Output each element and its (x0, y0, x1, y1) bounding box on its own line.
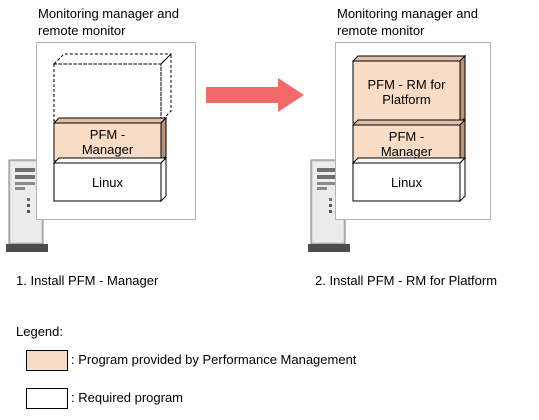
step-caption-right: 2. Install PFM - RM for Platform (315, 273, 498, 288)
legend-text-required: : Required program (71, 390, 183, 405)
host-title-right: Monitoring manager and remote monitor (337, 6, 478, 38)
legend-swatch-required (26, 388, 68, 409)
step-caption-left: 1. Install PFM - Manager (16, 273, 159, 288)
linux-label-left: Linux (91, 174, 124, 190)
pfm-rm-label: PFM - RM for Platform (367, 77, 446, 107)
legend-title: Legend: (16, 324, 63, 339)
pfm-manager-block-left (52, 116, 168, 163)
legend-swatch-pfm (26, 350, 68, 371)
linux-label-right: Linux (390, 174, 423, 190)
pfm-manager-block-right (351, 118, 467, 165)
linux-block-right (351, 156, 467, 203)
right-arrow-icon (206, 78, 304, 112)
pfm-manager-label-left: PFM - Manager (81, 127, 134, 157)
pfm-manager-label-right: PFM - Manager (380, 129, 433, 159)
pfm-rm-block (351, 54, 467, 125)
empty-install-slot (52, 52, 173, 123)
legend-text-pfm: : Program provided by Performance Manage… (71, 352, 357, 367)
host-title-left: Monitoring manager and remote monitor (38, 6, 179, 38)
linux-block-left (52, 156, 168, 203)
